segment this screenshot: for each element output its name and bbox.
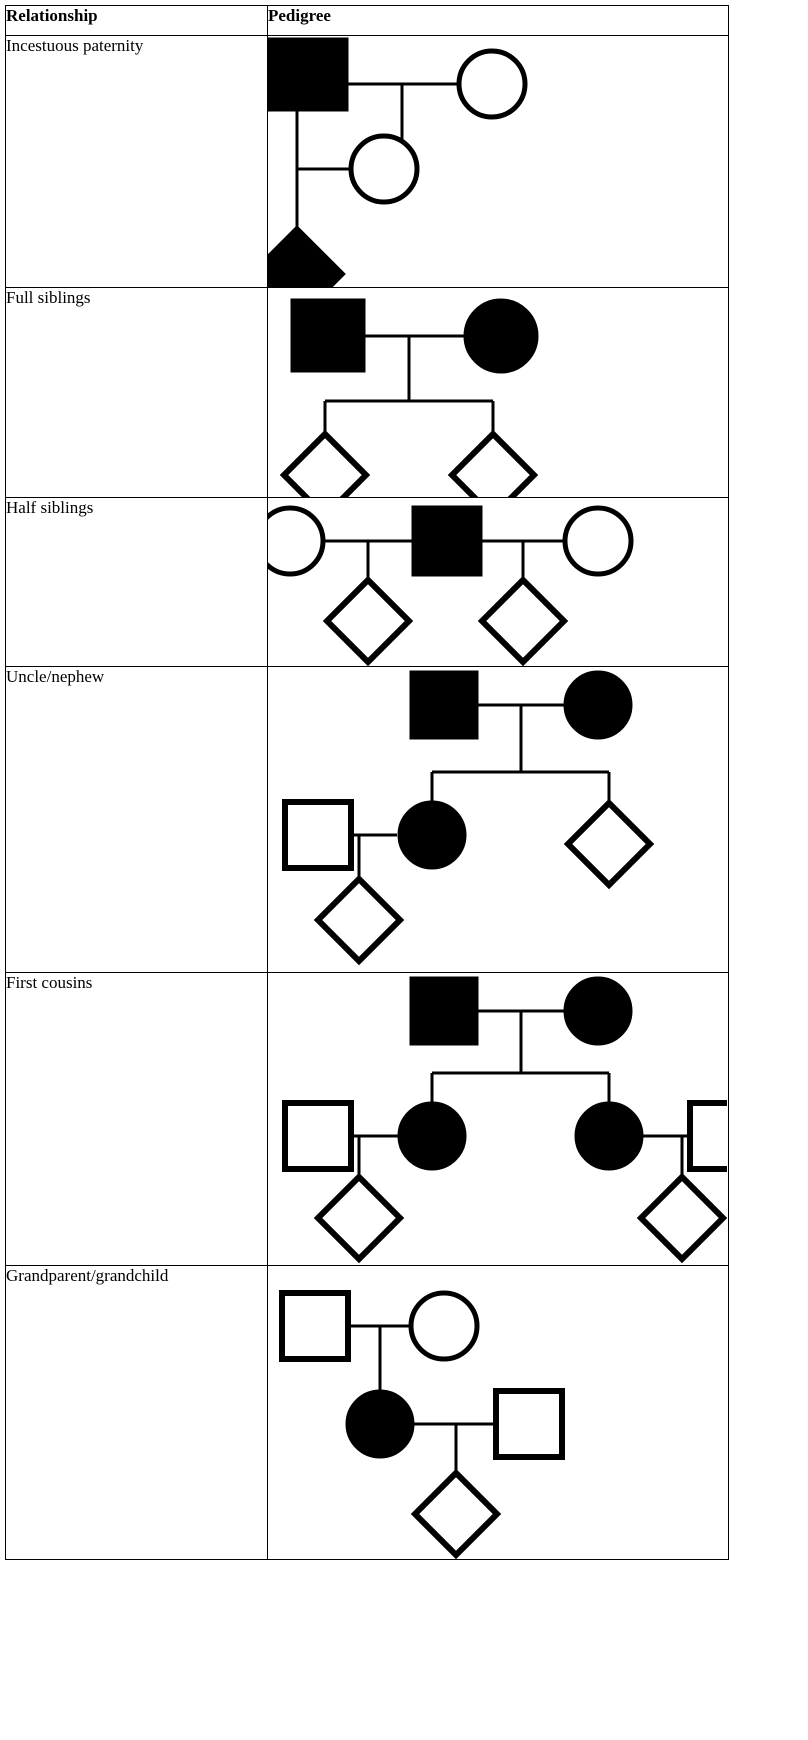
pedigree-cell-grandparent-grandchild	[267, 1265, 729, 1560]
table-row: Half siblings	[5, 497, 729, 667]
relationship-cell-full-siblings: Full siblings	[5, 287, 268, 498]
symbol-circle-filled-grandmother	[563, 976, 633, 1046]
symbol-diamond-open-sibling-1	[279, 429, 371, 497]
symbol-circle-open-mother	[456, 48, 528, 120]
symbol-circle-filled-grandmother	[563, 670, 633, 740]
column-header-relationship-label: Relationship	[6, 6, 98, 25]
symbol-group	[279, 298, 539, 497]
symbol-circle-filled-mother	[397, 800, 467, 870]
relationship-cell-first-cousins: First cousins	[5, 972, 268, 1266]
table-header-row: Relationship Pedigree	[5, 5, 729, 36]
symbol-diamond-open-sibling-2	[447, 429, 539, 497]
symbol-circle-open-mother-1	[268, 505, 326, 577]
relationship-label: Incestuous paternity	[6, 36, 144, 55]
pedigree-diagram-first-cousins	[282, 976, 727, 1264]
connector-lines	[323, 334, 495, 435]
symbol-square-filled-shared-father	[411, 505, 483, 577]
symbol-diamond-open-grandchild	[410, 1468, 502, 1559]
pedigree-cell-first-cousins	[267, 972, 729, 1266]
table-row: Full siblings	[5, 287, 729, 498]
symbol-circle-open-mother-2	[562, 505, 634, 577]
symbol-circle-open-daughter	[348, 133, 420, 205]
symbol-diamond-open-half-sibling-1	[322, 575, 414, 666]
symbol-circle-filled-mother	[463, 298, 539, 374]
pedigree-cell-incestuous-paternity	[267, 35, 729, 288]
symbol-square-filled-grandfather	[409, 670, 479, 740]
relationship-cell-grandparent-grandchild: Grandparent/grandchild	[5, 1265, 268, 1560]
symbol-group	[268, 37, 528, 287]
table-row: Incestuous paternity	[5, 35, 729, 288]
pedigree-diagram-half-siblings	[268, 505, 634, 666]
symbol-circle-open-grandmother	[408, 1290, 480, 1362]
relationship-cell-incestuous-paternity: Incestuous paternity	[5, 35, 268, 288]
symbol-square-filled-grandfather	[409, 976, 479, 1046]
symbol-group	[279, 1290, 565, 1559]
relationship-cell-half-siblings: Half siblings	[5, 497, 268, 667]
symbol-circle-filled-mother-2	[574, 1101, 644, 1171]
symbol-circle-filled-mother	[345, 1389, 415, 1459]
pedigree-diagram-grandparent-grandchild	[279, 1290, 565, 1559]
symbol-square-open-father	[493, 1388, 565, 1460]
symbol-square-open-father-2	[687, 1100, 727, 1172]
pedigree-cell-full-siblings	[267, 287, 729, 498]
pedigree-diagram-full-siblings	[279, 298, 539, 497]
table-row: Grandparent/grandchild	[5, 1265, 729, 1560]
symbol-group	[282, 976, 727, 1264]
symbol-square-open-father	[282, 799, 354, 871]
symbol-circle-filled-mother-1	[397, 1101, 467, 1171]
symbol-diamond-open-nephew	[313, 874, 405, 966]
symbol-diamond-open-cousin-1	[313, 1172, 405, 1264]
relationship-label: Full siblings	[6, 288, 91, 307]
column-header-pedigree-label: Pedigree	[268, 6, 331, 25]
symbol-diamond-open-uncle	[563, 798, 655, 890]
connector-lines	[318, 1009, 723, 1178]
symbol-square-filled-father	[268, 37, 349, 112]
connector-lines	[323, 539, 565, 581]
relationship-label: Uncle/nephew	[6, 667, 105, 686]
symbol-square-open-grandfather	[279, 1290, 351, 1362]
relationship-cell-uncle-nephew: Uncle/nephew	[5, 666, 268, 973]
symbol-square-open-father-1	[282, 1100, 354, 1172]
table-row: First cousins	[5, 972, 729, 1266]
column-header-pedigree: Pedigree	[267, 5, 729, 36]
relationship-label: Half siblings	[6, 498, 94, 517]
table-row: Uncle/nephew	[5, 666, 729, 973]
symbol-group	[268, 505, 634, 666]
symbol-diamond-open-cousin-2	[636, 1172, 727, 1264]
symbol-diamond-open-half-sibling-2	[477, 575, 569, 666]
relationship-label: Grandparent/grandchild	[6, 1266, 169, 1285]
symbol-diamond-filled-child	[268, 225, 346, 287]
symbol-square-filled-father	[290, 298, 366, 373]
connector-lines	[348, 1324, 496, 1474]
pedigree-diagram-incestuous-paternity	[268, 37, 528, 287]
relationship-label: First cousins	[6, 973, 93, 992]
pedigree-cell-uncle-nephew	[267, 666, 729, 973]
relationship-pedigree-table: Relationship Pedigree Incestuous paterni…	[5, 5, 729, 1560]
column-header-relationship: Relationship	[5, 5, 268, 36]
symbol-group	[282, 670, 655, 966]
pedigree-cell-half-siblings	[267, 497, 729, 667]
pedigree-diagram-uncle-nephew	[282, 670, 655, 966]
